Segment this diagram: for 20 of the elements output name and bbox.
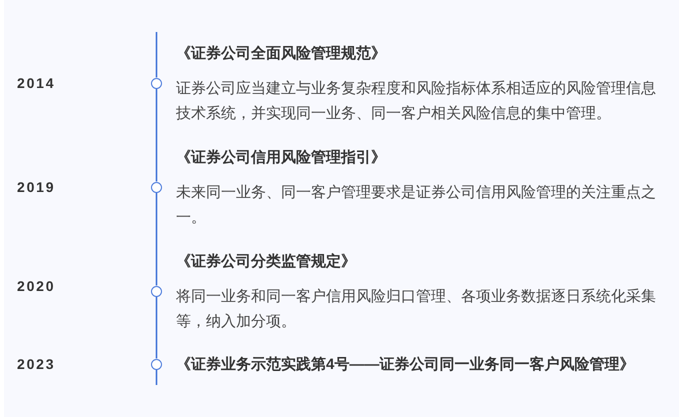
- document-title: 《证券公司全面风险管理规范》: [176, 44, 386, 64]
- timeline-line: [156, 296, 158, 358]
- document-title: 《证券公司分类监管规定》: [176, 252, 356, 272]
- timeline-line: [156, 88, 158, 182]
- timeline-dot: [151, 182, 162, 192]
- timeline-dot: [151, 78, 162, 88]
- timeline-dot: [151, 286, 162, 296]
- year-label: 2020: [17, 277, 56, 296]
- description-text: 将同一业务和同一客户信用风险归口管理、各项业务数据逐日系统化采集等，纳入加分项。: [176, 286, 657, 332]
- description-text: 证券公司应当建立与业务复杂程度和风险指标体系相适应的风险管理信息技术系统，并实现同一业务、同一客户相关风险信息的集中管理。: [176, 78, 657, 124]
- document-title: 《证券公司信用风险管理指引》: [176, 148, 386, 168]
- description-text: 未来同一业务、同一客户管理要求是证券公司信用风险管理的关注重点之一。: [176, 182, 657, 228]
- timeline-line: [156, 370, 158, 385]
- timeline-dot: [151, 358, 162, 370]
- year-label: 2019: [17, 178, 56, 197]
- year-label: 2014: [17, 74, 56, 93]
- year-label: 2023: [17, 355, 56, 374]
- timeline-line: [156, 192, 158, 286]
- document-title: 《证券业务示范实践第4号——证券公司同一业务同一客户风险管理》: [176, 354, 634, 374]
- timeline-line: [156, 32, 158, 78]
